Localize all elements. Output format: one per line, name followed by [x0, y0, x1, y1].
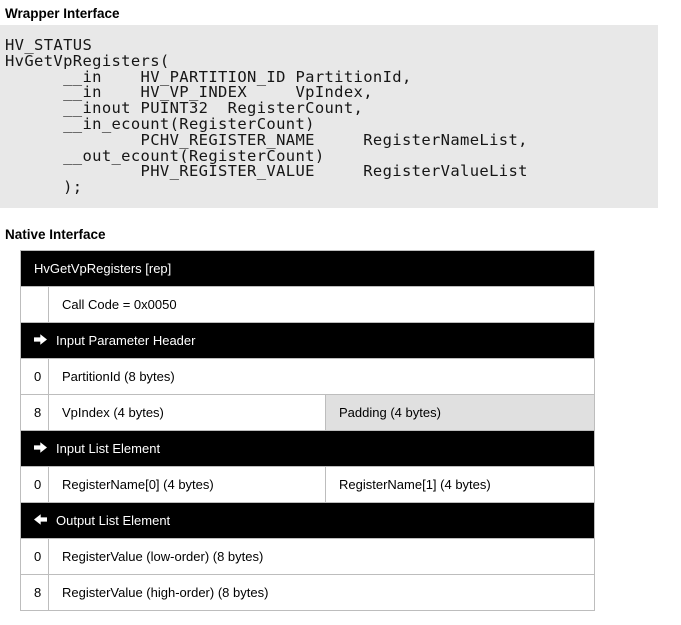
table-row-partition-id: 0 PartitionId (8 bytes): [20, 358, 596, 395]
code-line: __inout PUINT32 RegisterCount,: [5, 99, 364, 118]
code-line: PCHV_REGISTER_NAME RegisterNameList,: [5, 130, 528, 149]
table-row-output-list-header: Output List Element: [19, 502, 596, 539]
code-line: __out_ecount(RegisterCount): [5, 146, 325, 165]
function-title-cell: HvGetVpRegisters [rep]: [19, 250, 596, 287]
code-line: PHV_REGISTER_VALUE RegisterValueList: [5, 162, 528, 181]
input-list-header-cell: Input List Element: [19, 430, 596, 467]
function-title-label: HvGetVpRegisters [rep]: [34, 261, 172, 276]
native-interface-table: HvGetVpRegisters [rep] Call Code = 0x005…: [19, 250, 596, 611]
table-row-title: HvGetVpRegisters [rep]: [19, 250, 596, 287]
register-name0-cell: RegisterName[0] (4 bytes): [48, 466, 326, 503]
wrapper-interface-heading: Wrapper Interface: [5, 6, 120, 21]
table-row-input-param-header: Input Parameter Header: [19, 322, 596, 359]
table-row-input-list-header: Input List Element: [19, 430, 596, 467]
padding-cell: Padding (4 bytes): [324, 394, 596, 431]
call-code-cell: Call Code = 0x0050: [47, 286, 596, 323]
arrow-right-icon: [34, 441, 47, 456]
table-row-call-code: Call Code = 0x0050: [20, 286, 596, 323]
input-list-header-label: Input List Element: [56, 441, 161, 456]
offset-cell: 0: [20, 538, 49, 575]
code-line: HV_STATUS: [5, 36, 93, 54]
offset-cell: 0: [20, 358, 49, 395]
register-value-low-cell: RegisterValue (low-order) (8 bytes): [47, 538, 596, 575]
offset-cell: 8: [20, 394, 49, 431]
code-line: __in HV_PARTITION_ID PartitionId,: [5, 67, 412, 86]
code-line: __in HV_VP_INDEX VpIndex,: [5, 83, 373, 102]
offset-cell: 8: [20, 574, 49, 611]
offset-cell: 0: [20, 466, 49, 503]
output-list-header-label: Output List Element: [56, 513, 171, 528]
arrow-right-icon: [34, 333, 47, 348]
table-row-register-value-high: 8 RegisterValue (high-order) (8 bytes): [20, 574, 596, 611]
table-row-register-value-low: 0 RegisterValue (low-order) (8 bytes): [20, 538, 596, 575]
offset-cell-empty: [20, 286, 49, 323]
output-list-header-cell: Output List Element: [19, 502, 596, 539]
native-interface-heading: Native Interface: [5, 227, 106, 242]
vp-index-cell: VpIndex (4 bytes): [48, 394, 326, 431]
register-name1-cell: RegisterName[1] (4 bytes): [324, 466, 596, 503]
partition-id-cell: PartitionId (8 bytes): [47, 358, 596, 395]
code-line: __in_ecount(RegisterCount): [5, 114, 315, 133]
table-row-register-name: 0 RegisterName[0] (4 bytes) RegisterName…: [20, 466, 596, 503]
code-line: HvGetVpRegisters(: [5, 51, 170, 70]
input-param-header-cell: Input Parameter Header: [19, 322, 596, 359]
arrow-left-icon: [34, 513, 47, 528]
table-row-vp-index: 8 VpIndex (4 bytes) Padding (4 bytes): [20, 394, 596, 431]
code-line: );: [5, 178, 83, 197]
register-value-high-cell: RegisterValue (high-order) (8 bytes): [47, 574, 596, 611]
input-param-header-label: Input Parameter Header: [56, 333, 196, 348]
